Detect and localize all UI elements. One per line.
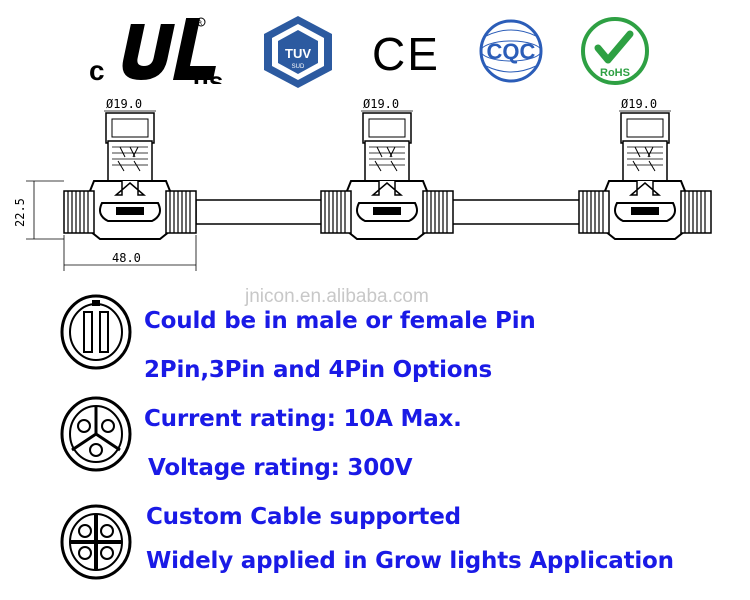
feature-pin-gender: Could be in male or female Pin bbox=[144, 308, 536, 334]
cqc-logo: CQC bbox=[479, 19, 543, 83]
diameter-dimension: Ø19.0 bbox=[363, 97, 399, 111]
four-pin-face-icon bbox=[60, 504, 132, 580]
width-dimension: 48.0 bbox=[112, 251, 141, 265]
certification-logos: c R us TUV SUD CE CQC RoHS bbox=[0, 0, 750, 100]
watermark: jnicon.en.alibaba.com bbox=[245, 286, 429, 307]
svg-text:R: R bbox=[198, 20, 202, 27]
three-pin-face-icon bbox=[60, 396, 132, 472]
two-pin-face-icon bbox=[60, 294, 132, 370]
connector-tee bbox=[578, 112, 712, 240]
feature-pin-options: 2Pin,3Pin and 4Pin Options bbox=[144, 357, 493, 383]
diameter-dimension: Ø19.0 bbox=[621, 97, 657, 111]
cable-segment bbox=[451, 199, 581, 225]
tuv-logo: TUV SUD bbox=[264, 16, 332, 88]
rohs-logo: RoHS bbox=[581, 17, 649, 85]
tuv-text: TUV bbox=[285, 46, 311, 61]
ul-us-text: us bbox=[193, 66, 223, 84]
cqc-text: CQC bbox=[487, 39, 536, 64]
connector-technical-drawing: Ø19.0 Ø19.0 Ø19.0 22.5 48.0 bbox=[13, 97, 712, 271]
ul-logo: c R us bbox=[89, 17, 223, 84]
feature-custom-cable: Custom Cable supported bbox=[146, 504, 461, 530]
ul-c-text: c bbox=[89, 55, 105, 84]
connector-tee bbox=[320, 112, 454, 240]
ce-text: CE bbox=[372, 28, 440, 78]
feature-current-rating: Current rating: 10A Max. bbox=[144, 406, 462, 432]
cable-segment bbox=[195, 199, 323, 225]
ce-logo: CE bbox=[372, 28, 440, 78]
feature-voltage-rating: Voltage rating: 300V bbox=[148, 455, 413, 481]
feature-application: Widely applied in Grow lights Applicatio… bbox=[146, 548, 674, 574]
height-dimension: 22.5 bbox=[13, 198, 27, 227]
rohs-text: RoHS bbox=[600, 67, 630, 79]
sud-text: SUD bbox=[292, 64, 305, 70]
diameter-dimension: Ø19.0 bbox=[106, 97, 142, 111]
connector-tee bbox=[63, 112, 197, 240]
